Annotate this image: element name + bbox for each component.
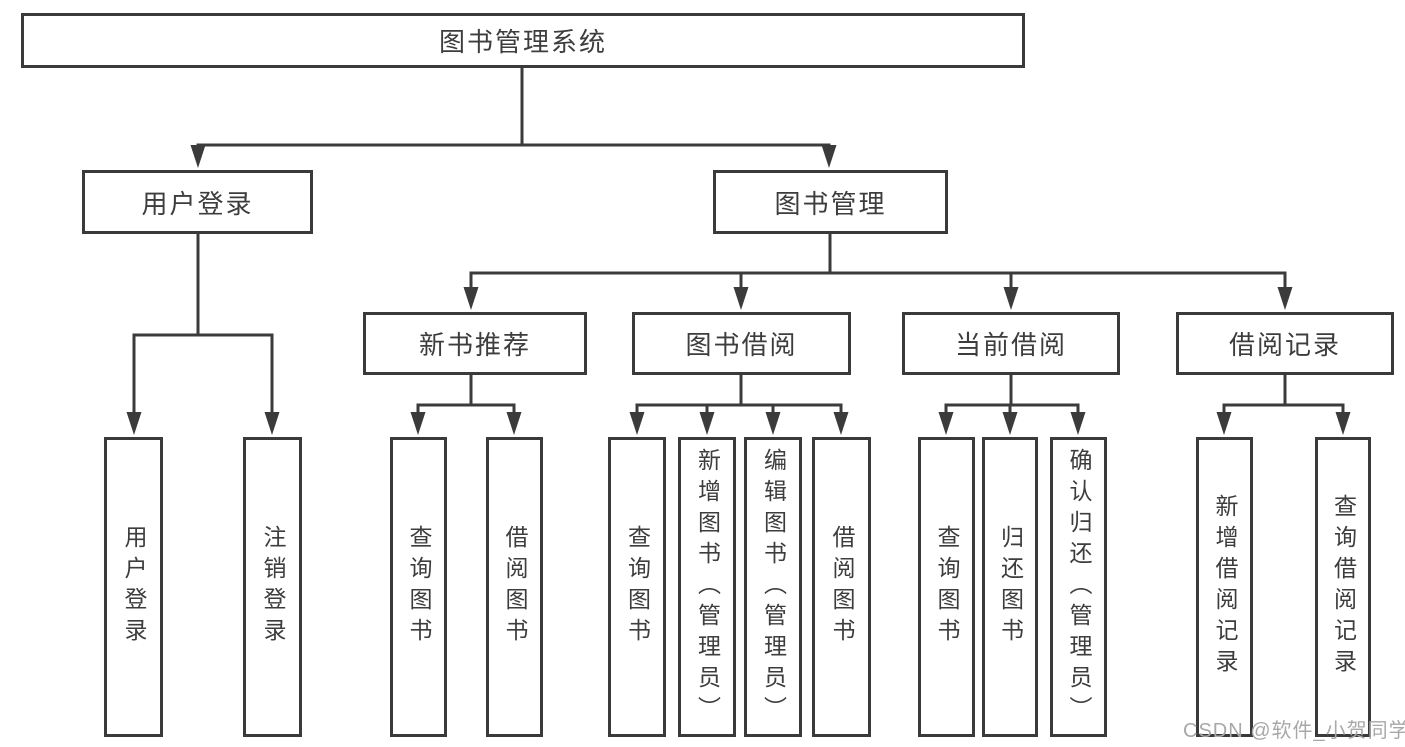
arrow-icon bbox=[1070, 412, 1086, 435]
edge-borrow-records-branch bbox=[1222, 373, 1345, 417]
leaf-borrow-books-borrowing: 借阅图书 bbox=[812, 437, 871, 737]
leaf-edit-book-admin: 编辑图书（管理员） bbox=[744, 437, 802, 737]
edge-book-mgmt-drop bbox=[469, 232, 1287, 292]
arrow-icon bbox=[833, 412, 849, 435]
node-new-book-recommendation: 新书推荐 bbox=[363, 312, 587, 375]
arrow-icon bbox=[506, 412, 522, 435]
arrow-icon bbox=[190, 145, 206, 168]
arrow-icon bbox=[410, 412, 426, 435]
leaf-query-books-borrowing: 查询图书 bbox=[608, 437, 666, 737]
leaf-query-books-recommend: 查询图书 bbox=[390, 437, 447, 737]
leaf-query-borrow-record: 查询借阅记录 bbox=[1315, 437, 1371, 737]
watermark: CSDN @软件_小贺同学 bbox=[1183, 720, 1405, 742]
edge-current-borrow-branch bbox=[944, 373, 1080, 417]
arrow-icon bbox=[733, 287, 749, 310]
arrow-icon bbox=[765, 412, 781, 435]
arrowheads bbox=[126, 145, 1351, 435]
edge-user-login-drop bbox=[132, 232, 274, 417]
arrow-icon bbox=[1002, 412, 1018, 435]
arrow-icon bbox=[264, 412, 280, 435]
node-book-management: 图书管理 bbox=[713, 170, 948, 234]
arrow-icon bbox=[699, 412, 715, 435]
node-borrowing-records: 借阅记录 bbox=[1176, 312, 1394, 375]
node-user-login: 用户登录 bbox=[82, 170, 313, 234]
node-current-borrowing: 当前借阅 bbox=[902, 312, 1120, 375]
leaf-return-book: 归还图书 bbox=[982, 437, 1038, 737]
arrow-icon bbox=[1277, 287, 1293, 310]
leaf-add-borrow-record: 新增借阅记录 bbox=[1196, 437, 1253, 737]
leaf-borrow-books-recommend: 借阅图书 bbox=[486, 437, 543, 737]
arrow-icon bbox=[629, 412, 645, 435]
arrow-icon bbox=[463, 287, 479, 310]
leaf-add-book-admin: 新增图书（管理员） bbox=[678, 437, 736, 737]
edge-new-book-branch bbox=[416, 373, 516, 417]
arrow-icon bbox=[821, 145, 837, 168]
leaf-logout: 注销登录 bbox=[243, 437, 302, 737]
leaf-query-books-current: 查询图书 bbox=[918, 437, 975, 737]
arrow-icon bbox=[126, 412, 142, 435]
node-book-borrowing: 图书借阅 bbox=[632, 312, 851, 375]
arrow-icon bbox=[938, 412, 954, 435]
leaf-user-login: 用户登录 bbox=[104, 437, 163, 737]
arrow-icon bbox=[1003, 287, 1019, 310]
node-library-management-system: 图书管理系统 bbox=[21, 13, 1025, 68]
arrow-icon bbox=[1216, 412, 1232, 435]
edge-book-borrow-branch bbox=[635, 373, 843, 417]
leaf-confirm-return-admin: 确认归还（管理员） bbox=[1050, 437, 1107, 737]
arrow-icon bbox=[1335, 412, 1351, 435]
